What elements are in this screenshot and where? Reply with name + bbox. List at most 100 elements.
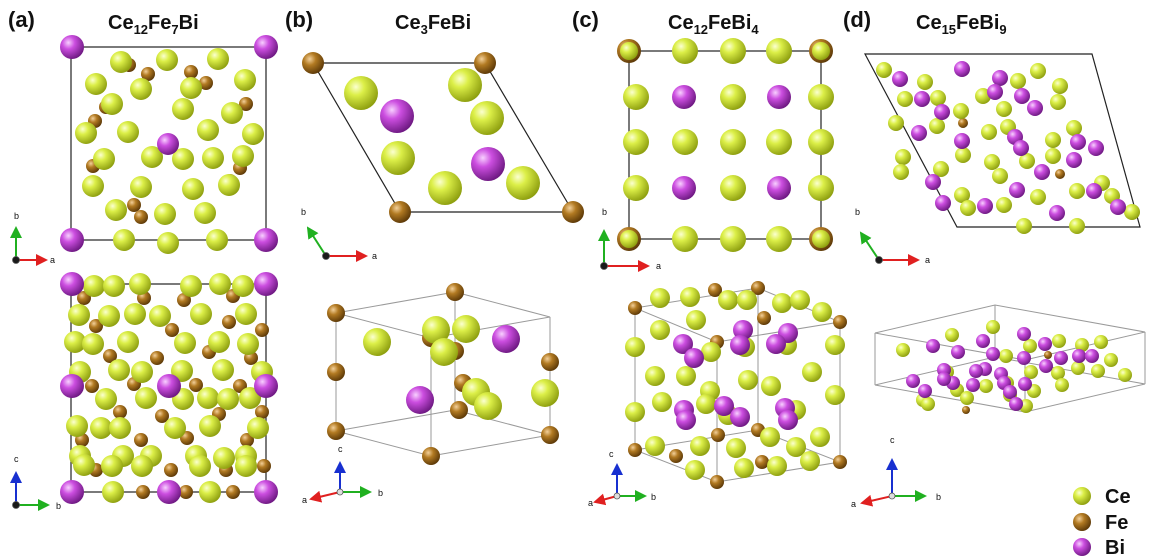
axis-arrow-b (859, 231, 880, 261)
fe-atom (179, 485, 193, 499)
ce-atom (1118, 368, 1132, 382)
fe-atom (103, 349, 117, 363)
axis-label-b: b (936, 492, 941, 502)
fe-atom (164, 463, 178, 477)
ce-atom (1045, 148, 1061, 164)
ce-atom (652, 392, 672, 412)
ce-atom (623, 175, 649, 201)
ce-atom (650, 320, 670, 340)
ce-atom (182, 178, 204, 200)
ce-atom (1030, 63, 1046, 79)
bi-atom (1054, 351, 1068, 365)
bi-atom (60, 228, 84, 252)
bi-atom (1018, 377, 1032, 391)
fe-atom (958, 118, 968, 128)
ce-atom (235, 455, 257, 477)
ce-atom (82, 333, 104, 355)
axis-origin (322, 252, 330, 260)
ce-atom (672, 38, 698, 64)
bi-atom (911, 125, 927, 141)
fe-atom (833, 455, 847, 469)
ce-atom (800, 451, 820, 471)
ce-atom (1030, 189, 1046, 205)
ce-atom (734, 458, 754, 478)
ce-atom (1050, 94, 1066, 110)
ce-atom (1051, 366, 1065, 380)
ce-atom (90, 417, 112, 439)
fe-atom (327, 422, 345, 440)
ce-atom (180, 77, 202, 99)
panel-label-a: (a) (8, 7, 35, 32)
ce-atom (101, 455, 123, 477)
bi-atom (1085, 349, 1099, 363)
bi-atom (892, 71, 908, 87)
fe-atom (89, 319, 103, 333)
ce-atom (239, 387, 261, 409)
axis-label-b: b (651, 492, 656, 502)
ce-atom (720, 84, 746, 110)
fe-atom (141, 67, 155, 81)
axis-origin (875, 256, 883, 264)
ce-atom (235, 303, 257, 325)
ce-atom (999, 349, 1013, 363)
axis-origin (336, 488, 344, 496)
fe-atom (127, 198, 141, 212)
ce-atom (154, 203, 176, 225)
ce-atom (876, 62, 892, 78)
ce-atom (149, 305, 171, 327)
bi-atom (733, 320, 753, 340)
ce-atom (953, 103, 969, 119)
fe-atom (389, 201, 411, 223)
ce-atom (68, 304, 90, 326)
bi-atom (1009, 182, 1025, 198)
bi-atom (766, 334, 786, 354)
fe-atom (710, 475, 724, 489)
bi-atom (676, 410, 696, 430)
ce-atom (135, 387, 157, 409)
ce-atom (363, 328, 391, 356)
bi-atom (730, 407, 750, 427)
ce-atom (766, 226, 792, 252)
bi-atom (1070, 134, 1086, 150)
bi-atom (976, 334, 990, 348)
fe-atom (184, 65, 198, 79)
bi-atom (1110, 199, 1126, 215)
ce-atom (955, 147, 971, 163)
axis-label-c: c (338, 444, 343, 454)
fe-atom (165, 323, 179, 337)
ce-atom (738, 370, 758, 390)
axis-origin (12, 256, 20, 264)
ce-atom (893, 164, 909, 180)
ce-atom (720, 175, 746, 201)
ce-atom (190, 303, 212, 325)
ce-atom (979, 379, 993, 393)
bi-atom (1003, 385, 1017, 399)
ce-atom (685, 460, 705, 480)
ce-atom (199, 415, 221, 437)
ce-atom (690, 436, 710, 456)
fe-atom (450, 401, 468, 419)
bi-atom (380, 99, 414, 133)
fe-atom (255, 323, 269, 337)
ce-atom (1094, 335, 1108, 349)
fe-atom (755, 455, 769, 469)
fe-atom (962, 406, 970, 414)
ce-atom (929, 118, 945, 134)
ce-atom (767, 456, 787, 476)
axis-label-c: c (14, 454, 19, 464)
ce-atom (645, 436, 665, 456)
ce-atom (1019, 153, 1035, 169)
ce-atom (790, 290, 810, 310)
ce-atom (726, 438, 746, 458)
ce-atom (954, 187, 970, 203)
ce-atom (917, 74, 933, 90)
ce-atom (897, 91, 913, 107)
axis-arrow-a (860, 494, 893, 507)
ce-atom (986, 320, 1000, 334)
ce-atom (234, 69, 256, 91)
ce-atom (1066, 120, 1082, 136)
fe-atom (239, 97, 253, 111)
ce-atom (812, 230, 830, 248)
legend-swatch-ce (1073, 487, 1091, 505)
